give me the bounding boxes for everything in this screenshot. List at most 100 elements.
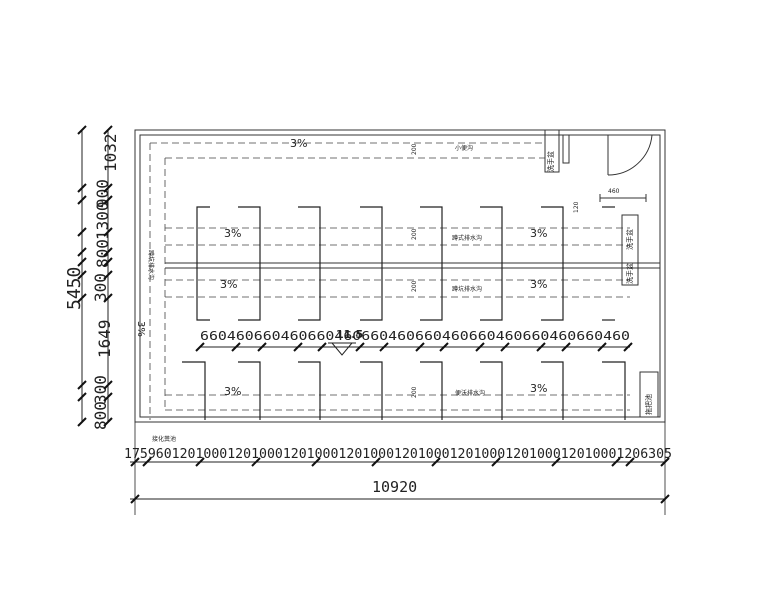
width-label: 200 bbox=[411, 386, 418, 398]
dimension-tick bbox=[103, 125, 113, 135]
dimension-tick bbox=[439, 342, 449, 352]
dimension-tick bbox=[379, 342, 389, 352]
dimension-tick bbox=[195, 342, 205, 352]
elevation-label: 11.5 bbox=[336, 328, 363, 341]
side-note: 洗手盆 bbox=[546, 151, 555, 172]
dimension-tick bbox=[623, 342, 633, 352]
upper-stall-partitions bbox=[196, 206, 615, 321]
dimension-tick bbox=[77, 183, 87, 193]
drain-label: 蹲坑排水沟 bbox=[452, 285, 482, 293]
dimension-tick bbox=[77, 195, 87, 205]
central-partition bbox=[165, 262, 660, 269]
dimension-tick bbox=[77, 247, 87, 257]
dimension-tick bbox=[77, 270, 87, 280]
dimension-tick bbox=[625, 457, 635, 467]
dimension-tick bbox=[77, 293, 87, 303]
dimension-tick bbox=[660, 457, 670, 467]
width-label: 200 bbox=[411, 143, 418, 155]
dimension-tick bbox=[611, 457, 621, 467]
dimension-tick bbox=[431, 457, 441, 467]
dimension-tick bbox=[103, 183, 113, 193]
drain-label: 小便沟 bbox=[455, 144, 473, 152]
slope-label: 3% bbox=[220, 278, 237, 291]
left-segment: 300 bbox=[91, 273, 110, 302]
dimension-tick bbox=[231, 342, 241, 352]
dimension-tick bbox=[103, 293, 113, 303]
drain-label: 蹲式排水沟 bbox=[452, 234, 482, 242]
side-note: 拖把池 bbox=[644, 394, 653, 415]
bottom-segments-text: 1759601201000120100012010001201000120100… bbox=[124, 447, 672, 462]
slope-label: 3% bbox=[224, 385, 241, 398]
dimension-tick bbox=[77, 125, 87, 135]
dimension-tick bbox=[77, 257, 87, 267]
dimension-tick bbox=[536, 342, 546, 352]
slope-label: 3% bbox=[290, 137, 307, 150]
dimension-tick bbox=[103, 247, 113, 257]
left-segment: 800 bbox=[93, 239, 112, 268]
drain-channels bbox=[149, 142, 630, 420]
width-label: 200 bbox=[411, 228, 418, 240]
dimension-tick bbox=[195, 457, 205, 467]
dimension-tick bbox=[77, 417, 87, 427]
dimension-tick bbox=[103, 195, 113, 205]
dimension-tick bbox=[103, 380, 113, 390]
dimension-tick bbox=[77, 380, 87, 390]
dimension-tick bbox=[371, 457, 381, 467]
bottom-dimension: 1759601201000120100012010001201000120100… bbox=[124, 422, 672, 515]
total-height-text: 5450 bbox=[64, 267, 85, 310]
dimension-tick bbox=[293, 342, 303, 352]
dimension-tick bbox=[311, 457, 321, 467]
dimension-tick bbox=[251, 457, 261, 467]
dimension-tick bbox=[142, 457, 152, 467]
dimension-tick bbox=[103, 257, 113, 267]
dimension-tick bbox=[257, 342, 267, 352]
dimension-tick bbox=[561, 342, 571, 352]
dimension-tick bbox=[77, 227, 87, 237]
slope-label: 3% bbox=[530, 278, 547, 291]
left-dimension: 1032 900 1300 800 300 1649 300 800 5450 bbox=[64, 130, 120, 430]
dimension-tick bbox=[103, 417, 113, 427]
left-segment: 1032 bbox=[101, 133, 120, 172]
bottom-note: 接化粪池 bbox=[152, 435, 176, 443]
dimension-tick bbox=[103, 392, 113, 402]
slope-label: 3% bbox=[530, 227, 547, 240]
dimension-tick bbox=[597, 342, 607, 352]
left-segment: 1649 bbox=[95, 319, 114, 358]
dimension-tick bbox=[103, 227, 113, 237]
door-swing bbox=[607, 134, 653, 176]
dimension-tick bbox=[317, 342, 327, 352]
dimension-tick bbox=[130, 457, 140, 467]
dimension-tick bbox=[500, 342, 510, 352]
dimension-tick bbox=[475, 342, 485, 352]
slope-label: 3% bbox=[224, 227, 241, 240]
middle-dimension-row: 6604606604606604606604606604606604606604… bbox=[200, 329, 630, 348]
dim-120: 120 bbox=[573, 201, 580, 213]
plan-labels: 3% 3% 3% 3% 3% 3% 3% 3% 小便沟 蹲式排水沟 蹲坑排水沟 … bbox=[135, 137, 653, 443]
dim-460: 460 bbox=[608, 188, 620, 195]
dimension-ticks bbox=[77, 125, 670, 504]
middle-row-text: 6604606604606604606604606604606604606604… bbox=[200, 329, 630, 343]
elevation-marker: 11.5 bbox=[328, 328, 363, 356]
width-label: 200 bbox=[411, 280, 418, 292]
dimension-tick bbox=[103, 270, 113, 280]
dimension-tick bbox=[491, 457, 501, 467]
left-segment: 1300 bbox=[93, 201, 112, 240]
lower-stall-partitions bbox=[182, 361, 626, 420]
left-segment: 800 bbox=[91, 401, 110, 430]
dimension-tick bbox=[551, 457, 561, 467]
dimension-tick bbox=[660, 494, 670, 504]
dimension-tick bbox=[355, 342, 365, 352]
total-width-text: 10920 bbox=[372, 478, 417, 496]
slope-label: 3% bbox=[135, 321, 146, 337]
drain-label: 便沃排水沟 bbox=[455, 389, 485, 397]
dimension-tick bbox=[415, 342, 425, 352]
right-fixtures bbox=[544, 129, 659, 418]
channel-label: 蹲坑排水沟 bbox=[147, 250, 155, 280]
side-note: 洗手盆 bbox=[625, 229, 634, 250]
left-segment: 300 bbox=[91, 375, 110, 404]
slope-label: 3% bbox=[530, 382, 547, 395]
dimension-tick bbox=[130, 494, 140, 504]
dimension-tick bbox=[77, 392, 87, 402]
outer-wall bbox=[134, 129, 666, 423]
